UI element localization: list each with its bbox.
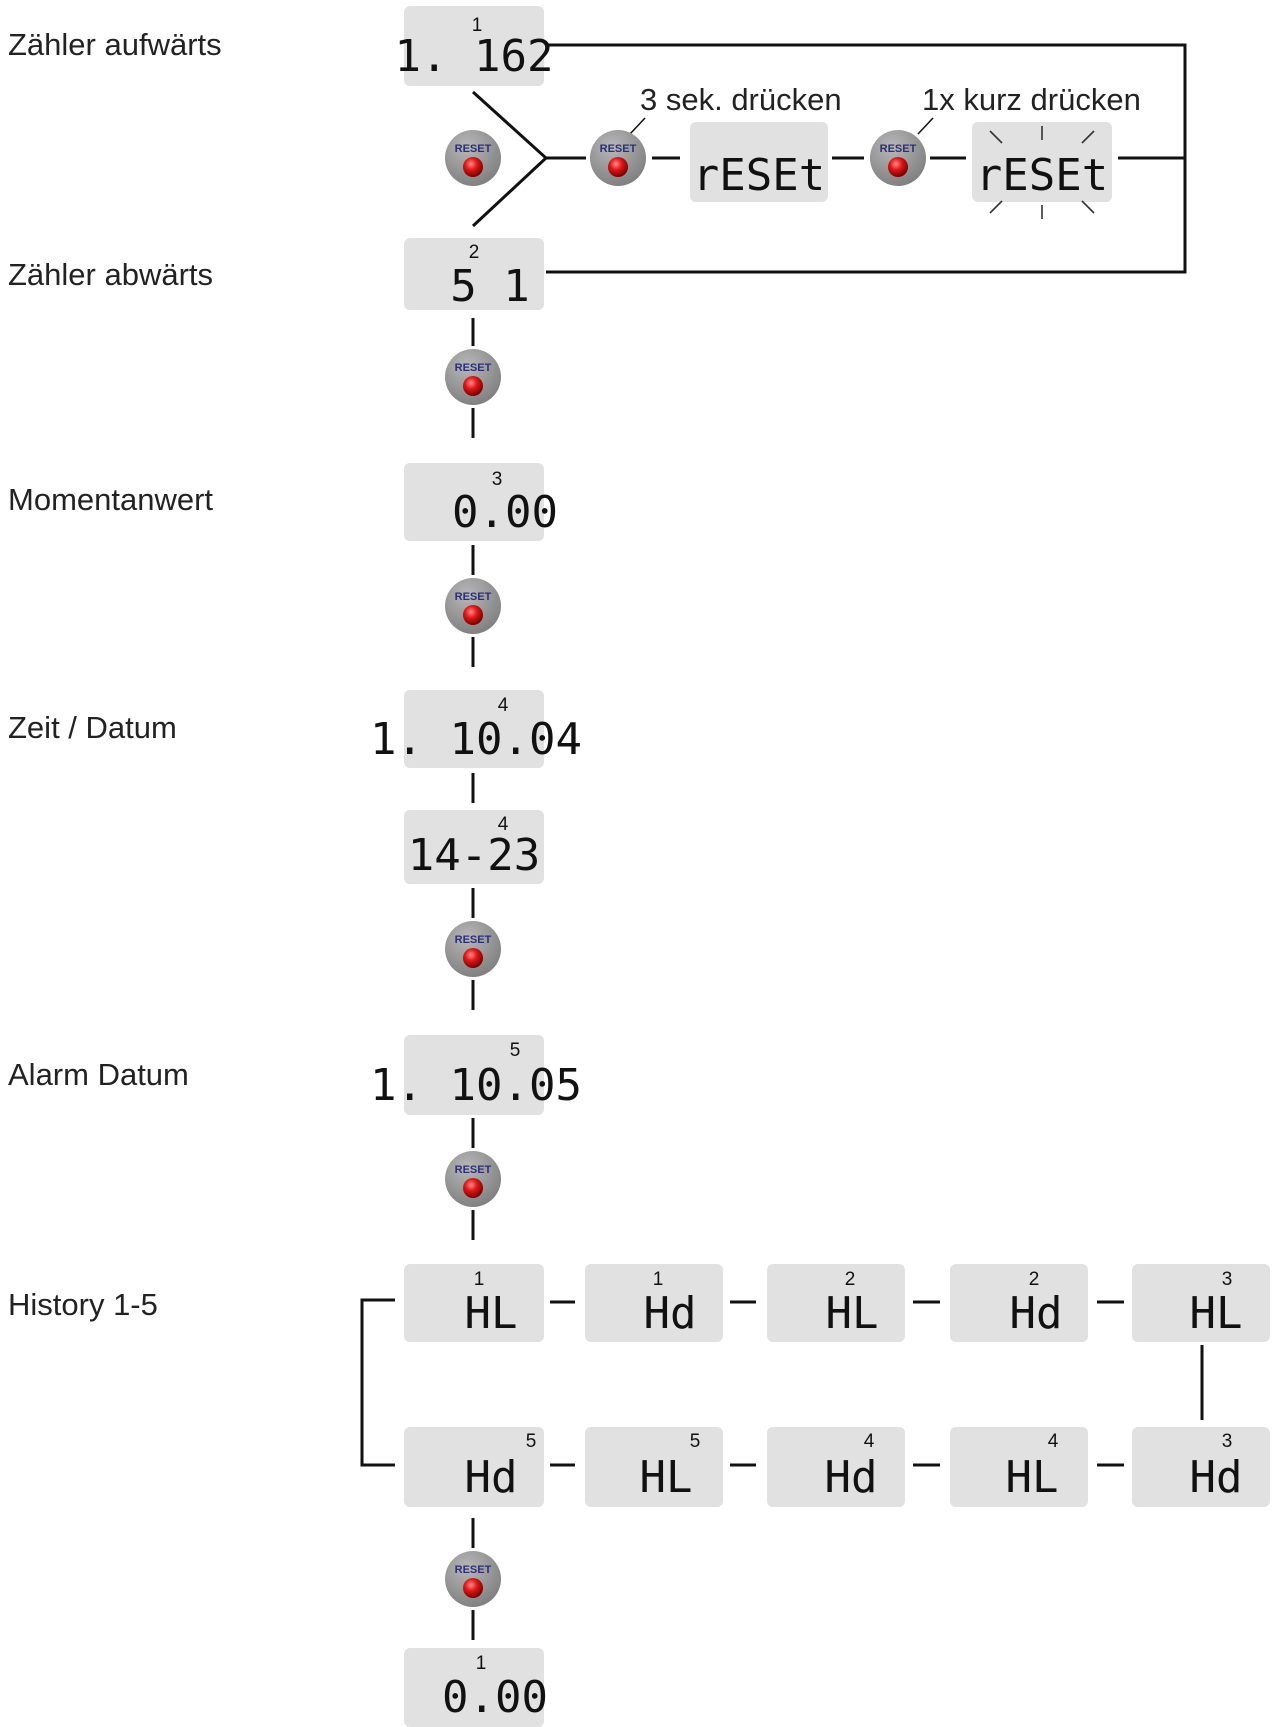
lcd-index: 4 [1048, 1431, 1059, 1452]
lcd-value: HL [465, 1288, 518, 1339]
lcd-reset-blinking: rESEt [972, 122, 1112, 219]
reset-button-label: RESET [455, 362, 492, 374]
lcd-index: 5 [510, 1040, 521, 1061]
reset-button[interactable]: RESET [445, 349, 501, 405]
lcd-date: 4 1. 10.04 [370, 690, 582, 768]
label-alarm-date: Alarm Datum [8, 1057, 189, 1092]
reset-button-label: RESET [455, 1164, 492, 1176]
lcd-value: 5 1 [450, 261, 529, 312]
lcd-time: 4 14-23 [404, 810, 544, 884]
lcd-index: 1 [653, 1269, 664, 1290]
lcd-history-2-hl: 2 HL [767, 1264, 905, 1342]
lcd-value: Hd [825, 1452, 878, 1503]
lcd-index: 2 [1029, 1269, 1040, 1290]
led-icon [888, 157, 908, 177]
annotation-hold-3s: 3 sek. drücken [640, 82, 842, 117]
lcd-index: 5 [690, 1431, 701, 1452]
led-icon [463, 157, 483, 177]
reset-button-label: RESET [455, 1564, 492, 1576]
lcd-value: HL [1006, 1452, 1059, 1503]
lcd-history-5-hl: 5 HL [585, 1427, 723, 1507]
lcd-index: 5 [526, 1431, 537, 1452]
lcd-index: 1 [472, 15, 483, 36]
led-icon [608, 157, 628, 177]
led-icon [463, 376, 483, 396]
lcd-history-3-hd: 3 Hd [1132, 1427, 1270, 1507]
lcd-reset-prompt: rESEt [690, 122, 828, 202]
lcd-value: HL [1190, 1288, 1243, 1339]
lcd-index: 3 [1222, 1431, 1233, 1452]
lcd-momentary: 3 0.00 [404, 463, 558, 541]
lcd-history-4-hd: 4 Hd [767, 1427, 905, 1507]
reset-button[interactable]: RESET [445, 1151, 501, 1207]
reset-button[interactable]: RESET [445, 921, 501, 977]
connector-lines [360, 43, 1204, 1640]
reset-button[interactable]: RESET [590, 130, 646, 186]
lcd-value: 1. 162 [395, 31, 554, 82]
lcd-value: 1. 10.05 [370, 1060, 582, 1111]
lcd-value: Hd [465, 1452, 518, 1503]
reset-button[interactable]: RESET [445, 578, 501, 634]
label-history: History 1-5 [8, 1287, 158, 1322]
lcd-value: HL [640, 1452, 693, 1503]
lcd-final: 1 0.00 [404, 1648, 548, 1727]
lcd-value: 0.00 [452, 487, 558, 538]
lcd-history-2-hd: 2 Hd [950, 1264, 1088, 1342]
annotation-press-once-leader [917, 117, 934, 135]
lcd-index: 1 [474, 1269, 485, 1290]
lcd-history-1-hl: 1 HL [404, 1264, 544, 1342]
lcd-value: rESEt [693, 150, 825, 201]
reset-button[interactable]: RESET [445, 130, 501, 186]
lcd-alarm-date: 5 1. 10.05 [370, 1035, 582, 1115]
lcd-index: 1 [476, 1653, 487, 1674]
blink-rays [989, 126, 1095, 219]
lcd-index: 2 [845, 1269, 856, 1290]
lcd-index: 3 [1222, 1269, 1233, 1290]
label-momentary-value: Momentanwert [8, 482, 213, 517]
lcd-index: 4 [864, 1431, 875, 1452]
reset-button-label: RESET [455, 591, 492, 603]
lcd-value: 1. 10.04 [370, 714, 582, 765]
reset-button[interactable]: RESET [445, 1551, 501, 1607]
reset-button-label: RESET [455, 143, 492, 155]
reset-button-label: RESET [455, 934, 492, 946]
lcd-value: 0.00 [442, 1672, 548, 1723]
lcd-value: HL [826, 1288, 879, 1339]
lcd-counter-down: 2 5 1 [404, 238, 544, 312]
label-counter-down: Zähler abwärts [8, 257, 213, 292]
lcd-value: 14-23 [408, 830, 540, 881]
lcd-index: 3 [492, 469, 503, 490]
annotation-press-once: 1x kurz drücken [922, 82, 1141, 117]
led-icon [463, 1578, 483, 1598]
lcd-history-4-hl: 4 HL [950, 1427, 1088, 1507]
lcd-index: 4 [498, 695, 509, 716]
annotation-hold-3s-leader [629, 117, 646, 135]
lcd-index: 2 [469, 242, 480, 263]
lcd-value: rESEt [976, 150, 1108, 201]
led-icon [463, 605, 483, 625]
reset-button-label: RESET [600, 143, 637, 155]
lcd-history-3-hl: 3 HL [1132, 1264, 1270, 1342]
lcd-history-5-hd: 5 Hd [404, 1427, 544, 1507]
led-icon [463, 1178, 483, 1198]
lcd-value: Hd [1190, 1452, 1243, 1503]
label-time-date: Zeit / Datum [8, 710, 177, 745]
lcd-value: Hd [644, 1288, 697, 1339]
reset-button-label: RESET [880, 143, 917, 155]
lcd-value: Hd [1010, 1288, 1063, 1339]
label-counter-up: Zähler aufwärts [8, 27, 222, 62]
lcd-history-1-hd: 1 Hd [585, 1264, 723, 1342]
reset-button[interactable]: RESET [870, 130, 926, 186]
lcd-counter-up: 1 1. 162 [395, 6, 554, 86]
lcd-index: 4 [498, 814, 509, 835]
led-icon [463, 948, 483, 968]
